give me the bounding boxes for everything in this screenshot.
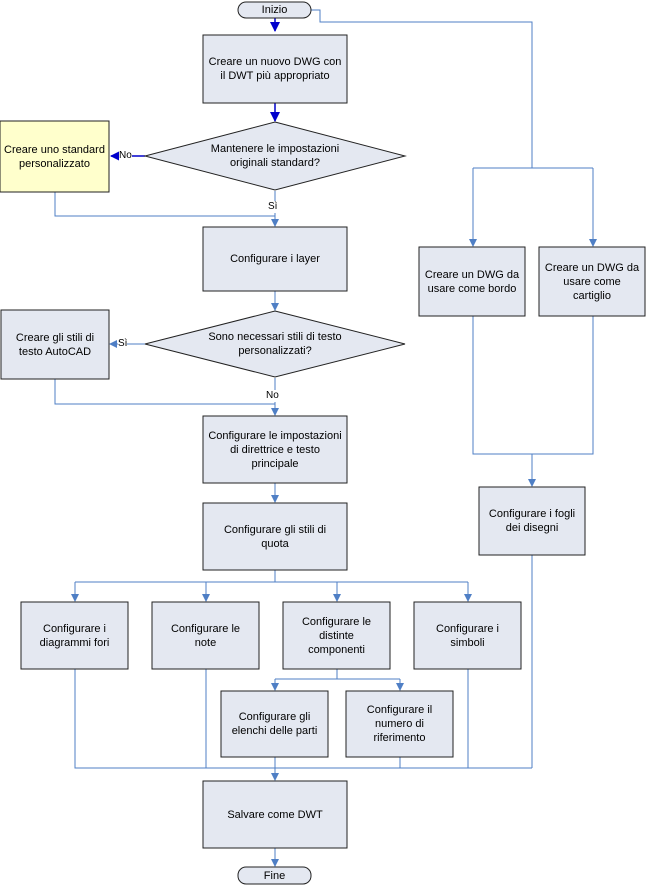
text-styles-diamond <box>144 310 406 378</box>
start-terminal <box>237 1 312 19</box>
end-terminal <box>237 866 312 885</box>
connector-textstyles-back <box>54 379 275 405</box>
bom-box <box>282 601 391 670</box>
edge-label-keep-yes: Sì <box>268 201 278 213</box>
create-dwg-box <box>202 34 348 104</box>
leader-box <box>202 415 348 484</box>
parts-lists-box <box>220 690 329 758</box>
layers-box <box>202 226 348 292</box>
edge-label-styles-yes: Sì <box>118 338 128 350</box>
edge-label-keep-no: No <box>119 150 132 162</box>
hole-charts-box <box>20 601 129 670</box>
keep-settings-diamond <box>143 121 407 191</box>
dim-styles-box <box>202 502 348 571</box>
title-block-box <box>538 246 646 317</box>
sheets-box <box>478 486 586 556</box>
connector-start-right <box>311 9 533 168</box>
connector-custom-back <box>54 192 275 217</box>
custom-standard-box <box>0 120 110 193</box>
border-box <box>418 246 526 317</box>
edge-label-styles-no: No <box>266 390 279 402</box>
save-box <box>202 780 348 849</box>
text-styles-box <box>0 309 110 380</box>
balloon-box <box>345 690 454 758</box>
symbols-box <box>413 601 522 670</box>
notes-box <box>151 601 260 670</box>
